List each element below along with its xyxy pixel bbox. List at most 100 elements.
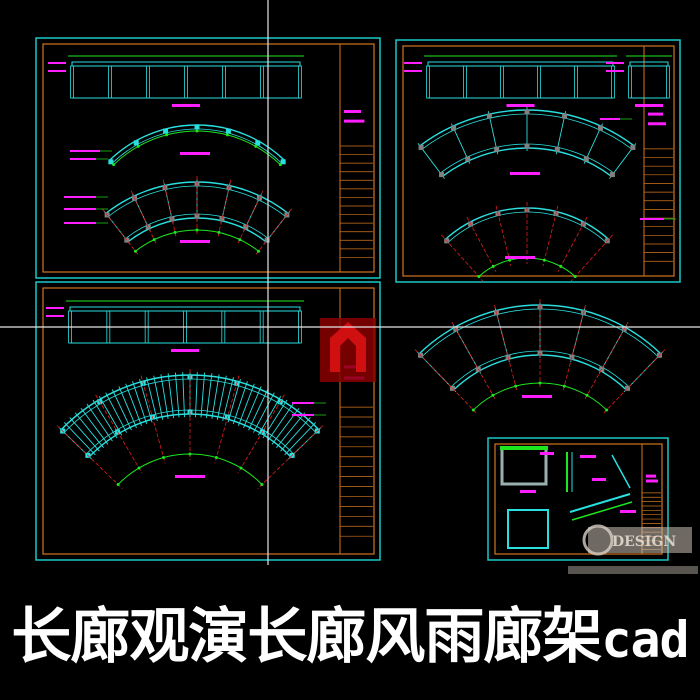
annotation-label — [292, 414, 314, 416]
title-block-text — [344, 119, 365, 123]
annotation-label — [520, 490, 536, 493]
rafter — [182, 372, 185, 418]
axis-line — [583, 321, 629, 401]
post — [222, 65, 226, 99]
post-node — [554, 146, 560, 152]
rafter — [174, 372, 180, 418]
dimension-tick — [471, 408, 475, 412]
dimension-tick — [152, 238, 156, 242]
post-node — [133, 140, 139, 146]
sheet — [395, 39, 681, 283]
title-block-text — [646, 474, 656, 478]
dimension-tick — [514, 384, 518, 388]
rafter — [227, 379, 241, 423]
annotation-label — [64, 208, 96, 210]
label — [404, 70, 422, 72]
post-node — [524, 143, 530, 149]
post-node — [255, 140, 261, 146]
rafter-detail — [571, 501, 633, 521]
beam — [71, 61, 301, 67]
post-node — [486, 113, 492, 119]
dimension-tick — [239, 466, 243, 470]
post-node — [465, 156, 471, 162]
post — [500, 65, 504, 99]
dimension-tick — [605, 408, 609, 412]
portal-frame-detail — [500, 446, 548, 486]
post — [426, 65, 430, 99]
rafter — [280, 417, 311, 452]
axis-line — [162, 179, 177, 239]
fan-plan-drawing-2 — [417, 107, 637, 179]
title-suffix: cad — [601, 611, 689, 669]
axis-line — [254, 208, 293, 257]
axis-line — [441, 234, 484, 282]
annotation-label — [620, 510, 636, 513]
dimension-tick — [195, 129, 199, 133]
post-node — [418, 144, 424, 150]
axis-line — [237, 394, 285, 474]
dense-rafter-plan — [56, 369, 326, 489]
dimension-tick — [585, 393, 589, 397]
annotation-label — [70, 158, 96, 160]
axis-line — [451, 321, 497, 401]
elevation-drawing — [48, 55, 304, 107]
designer-watermark: DESIGN — [568, 524, 698, 574]
drawings — [46, 55, 676, 549]
rafter — [139, 379, 153, 423]
fan-plan-drawing — [64, 176, 293, 257]
dimension-tick — [225, 133, 229, 137]
drawing-caption — [522, 395, 552, 398]
sheet-frame — [494, 443, 663, 555]
post — [146, 65, 150, 99]
rafter — [253, 392, 275, 433]
axis-line — [466, 216, 497, 272]
axis-plan-drawing — [441, 202, 676, 282]
axis-line — [140, 375, 166, 464]
post-node — [163, 128, 169, 134]
dimension-tick — [238, 238, 242, 242]
label — [48, 62, 66, 64]
rafter — [160, 374, 169, 419]
rafter — [243, 386, 262, 429]
post-node — [169, 216, 175, 222]
rafter — [276, 412, 306, 448]
post — [574, 65, 578, 99]
dimension-tick — [477, 274, 481, 278]
axis-line — [217, 179, 232, 239]
axis-line — [542, 205, 559, 267]
dimension-tick — [136, 144, 140, 148]
axis-line — [557, 216, 588, 272]
sheet-frame — [42, 43, 375, 273]
dimension-tick — [112, 163, 116, 167]
rafter — [118, 386, 137, 429]
axis-line — [414, 349, 478, 415]
rafter-detail — [569, 493, 631, 513]
label — [606, 62, 624, 64]
dimension-tick — [133, 249, 137, 253]
axis-line — [602, 349, 666, 415]
post-node — [451, 125, 457, 131]
dimension-arc — [113, 130, 281, 166]
dimension-tick — [542, 258, 546, 262]
annotation-label — [292, 402, 314, 404]
axis-line — [570, 234, 613, 282]
post — [260, 65, 264, 99]
label — [48, 70, 66, 72]
standalone-fan-plan — [414, 299, 666, 415]
title-main: 长廊观演长廊风雨廊架 — [11, 602, 602, 672]
dimension-tick — [162, 456, 166, 460]
dimension-tick — [254, 144, 258, 148]
beam — [69, 306, 301, 312]
annotation-label — [540, 452, 554, 455]
rafter — [146, 377, 158, 422]
annotation-label — [70, 150, 100, 152]
sheet-frame — [42, 287, 375, 555]
dimension-tick — [116, 483, 120, 487]
sheet-border — [487, 437, 669, 561]
post-node — [524, 109, 530, 115]
post — [666, 65, 670, 99]
axis-line — [562, 304, 586, 393]
dimension-tick — [165, 133, 169, 137]
drawing-caption — [180, 240, 210, 243]
